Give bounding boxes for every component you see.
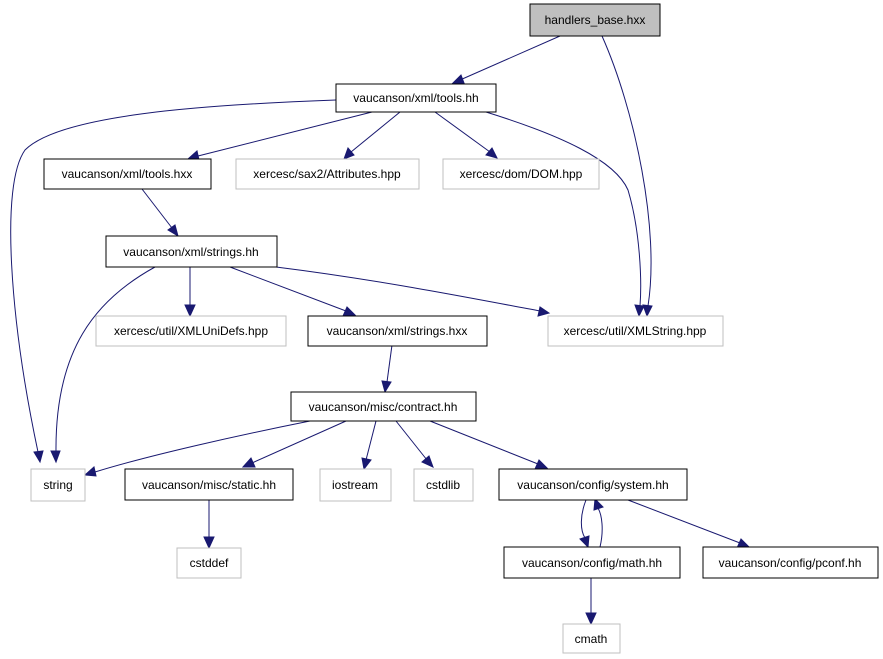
edge-tools-hh-to-xmlstring <box>485 111 642 307</box>
edge-arrowhead <box>585 612 597 626</box>
node-label: xercesc/util/XMLUniDefs.hpp <box>114 324 268 338</box>
node-label: cstddef <box>190 556 229 570</box>
node-label: vaucanson/xml/tools.hh <box>353 91 478 105</box>
edge-contract-to-string <box>94 420 311 473</box>
edges <box>10 35 751 626</box>
edge-arrowhead <box>50 450 61 464</box>
node-xmlstring-hpp: xercesc/util/XMLString.hpp <box>547 315 724 347</box>
edge-arrowhead <box>381 380 392 394</box>
node-label: cstdlib <box>426 478 460 492</box>
node-static-hh[interactable]: vaucanson/misc/static.hh <box>124 468 294 501</box>
node-label: vaucanson/xml/strings.hh <box>123 245 258 259</box>
edge-strings-hxx-to-contract <box>386 344 393 383</box>
node-label: xercesc/dom/DOM.hpp <box>460 167 583 181</box>
node-cmath: cmath <box>562 623 621 654</box>
edge-arrowhead <box>184 304 196 318</box>
node-string: string <box>30 468 86 502</box>
edge-system-to-math <box>580 499 587 539</box>
edge-tools-hh-to-dom <box>434 111 491 153</box>
node-dom-hpp: xercesc/dom/DOM.hpp <box>442 158 600 190</box>
edge-arrowhead <box>537 306 551 317</box>
node-xmlunidefs-hpp: xercesc/util/XMLUniDefs.hpp <box>95 315 287 347</box>
node-label: vaucanson/config/math.hh <box>522 556 662 570</box>
node-math-hh[interactable]: vaucanson/config/math.hh <box>503 546 681 579</box>
edge-contract-to-static <box>251 420 347 464</box>
node-label: iostream <box>332 478 378 492</box>
edge-math-to-system <box>597 507 603 548</box>
edge-arrowhead <box>485 147 498 159</box>
edge-strings-hh-to-strings-hxx <box>229 266 347 312</box>
node-tools-hxx[interactable]: vaucanson/xml/tools.hxx <box>43 158 212 190</box>
edge-arrowhead <box>83 466 97 477</box>
edge-arrowhead <box>241 457 256 468</box>
edge-arrowhead <box>203 536 215 550</box>
edge-contract-to-cstdlib <box>395 420 428 461</box>
edge-arrowhead <box>593 497 604 511</box>
edge-arrowhead <box>642 304 653 318</box>
node-label: vaucanson/misc/static.hh <box>142 478 276 492</box>
edge-system-to-pconf <box>627 499 741 544</box>
node-label: vaucanson/xml/strings.hxx <box>327 324 468 338</box>
node-cstdlib: cstdlib <box>413 468 474 502</box>
edge-arrowhead <box>450 74 465 85</box>
node-label: vaucanson/xml/tools.hxx <box>62 167 193 181</box>
edge-arrowhead <box>343 147 355 160</box>
edge-arrowhead <box>634 304 645 318</box>
node-label: xercesc/sax2/Attributes.hpp <box>253 167 401 181</box>
edge-contract-to-system <box>429 420 539 465</box>
node-contract-hh[interactable]: vaucanson/misc/contract.hh <box>290 391 477 422</box>
edge-tools-hh-to-string <box>10 99 337 453</box>
edge-tools-hxx-to-strings-hh <box>141 188 173 229</box>
node-label: vaucanson/config/pconf.hh <box>719 556 862 570</box>
node-tools-hh[interactable]: vaucanson/xml/tools.hh <box>335 83 497 113</box>
node-iostream: iostream <box>319 468 392 502</box>
node-system-hh[interactable]: vaucanson/config/system.hh <box>498 468 688 501</box>
edge-handlers-base-to-tools-hh <box>459 35 561 81</box>
node-label: vaucanson/misc/contract.hh <box>309 400 458 414</box>
node-strings-hxx[interactable]: vaucanson/xml/strings.hxx <box>307 315 488 347</box>
node-pconf-hh[interactable]: vaucanson/config/pconf.hh <box>702 546 879 579</box>
edge-contract-to-iostream <box>365 420 377 461</box>
edge-arrowhead <box>361 457 372 471</box>
node-label: handlers_base.hxx <box>545 13 646 27</box>
node-label: xercesc/util/XMLString.hpp <box>564 324 707 338</box>
edge-arrowhead <box>421 455 434 468</box>
edge-strings-hh-to-xmlstring <box>275 266 541 312</box>
node-handlers-base-hxx: handlers_base.hxx <box>529 3 661 37</box>
node-label: vaucanson/config/system.hh <box>517 478 668 492</box>
edge-arrowhead <box>33 450 44 464</box>
node-strings-hh[interactable]: vaucanson/xml/strings.hh <box>105 235 278 268</box>
edge-arrowhead <box>579 535 590 549</box>
node-cstddef: cstddef <box>176 547 242 579</box>
edge-tools-hh-to-attributes <box>350 111 401 153</box>
node-label: cmath <box>575 632 608 646</box>
edge-tools-hh-to-tools-hxx <box>197 111 373 157</box>
edge-handlers-base-to-xmlstring <box>601 35 652 307</box>
edge-arrowhead <box>534 459 549 470</box>
node-attributes-hpp: xercesc/sax2/Attributes.hpp <box>235 158 420 190</box>
edge-arrowhead <box>342 306 357 317</box>
edge-arrowhead <box>167 224 179 238</box>
node-label: string <box>43 478 72 492</box>
edge-strings-hh-to-string <box>55 266 156 453</box>
